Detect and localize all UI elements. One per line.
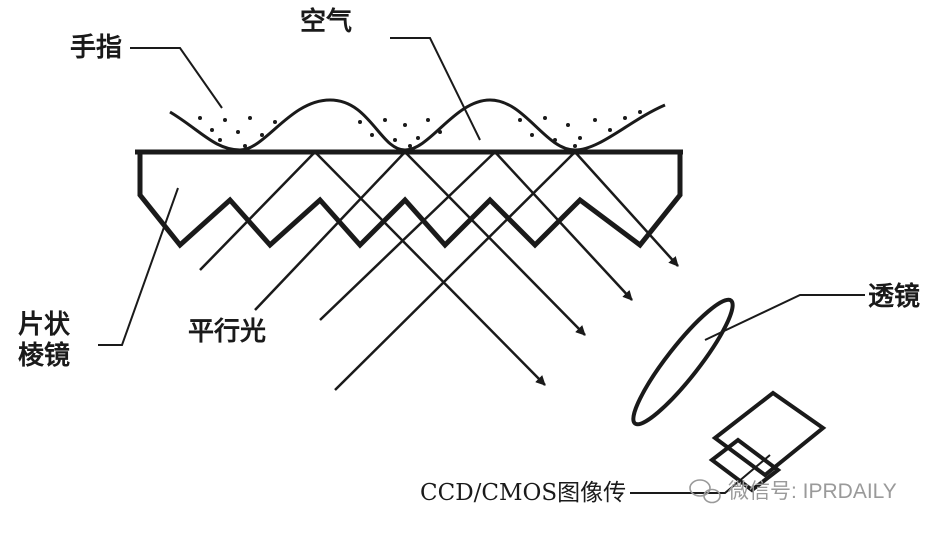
leader-lines [98, 37, 865, 494]
label-lens: 透镜 [868, 281, 920, 312]
label-prism-line2: 棱镜 [18, 340, 70, 371]
watermark-text: 微信号: IPRDAILY [728, 480, 897, 503]
finger-ridges [169, 98, 666, 152]
label-air: 空气 [300, 6, 352, 37]
wechat-icon [689, 479, 721, 504]
finger-dots [198, 110, 642, 148]
image-sensor [708, 390, 827, 493]
incoming-rays [199, 151, 576, 391]
label-prism-line1: 片状 [18, 310, 71, 340]
label-finger: 手指 [70, 33, 122, 63]
label-parallel-light: 平行光 [188, 316, 266, 347]
lens-shape [631, 297, 735, 427]
watermark: 微信号: IPRDAILY [689, 479, 897, 504]
reflected-rays [314, 151, 679, 386]
sheet-prism [135, 149, 683, 249]
label-sensor: CCD/CMOS图像传 [420, 480, 626, 506]
